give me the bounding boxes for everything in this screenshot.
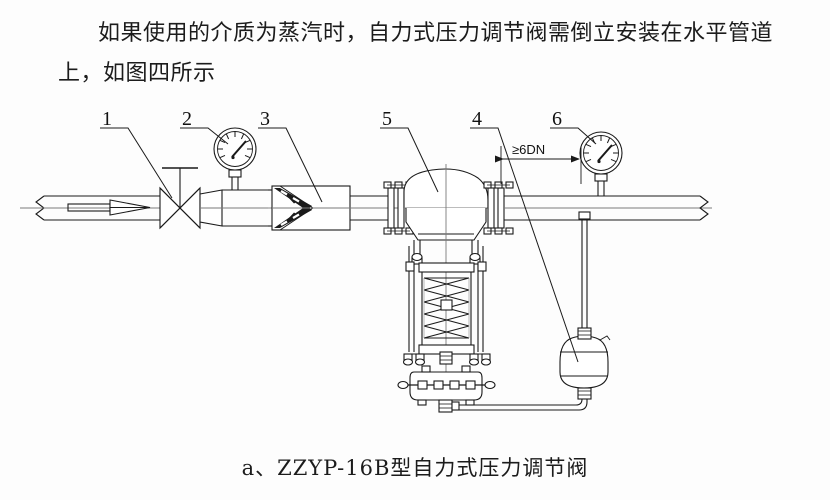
dimension-6dn	[495, 146, 582, 184]
pipe-to-strainer	[268, 189, 272, 227]
valve-outlet-flange	[483, 181, 514, 235]
callout-number-2: 2	[182, 108, 192, 130]
diaphragm-chamber	[397, 365, 496, 413]
figure-caption: a、ZZYP-16B型自力式压力调节阀	[241, 456, 589, 480]
control-valve-body	[383, 164, 514, 400]
dimension-label-6dn: ≥6DN	[512, 142, 546, 157]
callout-number-1: 1	[102, 108, 112, 130]
intro-paragraph: 如果使用的介质为蒸汽时，自力式压力调节阀需倒立安装在水平管道上，如图四所示	[58, 21, 774, 86]
stop-valve-symbol	[159, 167, 201, 230]
coil-spring	[423, 277, 470, 339]
callout-number-5: 5	[382, 108, 392, 130]
pressure-gauge-upstream	[213, 127, 257, 190]
technical-diagram: 1 2 3 5 4 6 ≥6DN	[0, 100, 830, 450]
pipe-spool-after-valve	[199, 189, 268, 227]
diagram-svg	[20, 127, 712, 413]
condensate-pot	[559, 327, 611, 400]
callout-number-3: 3	[260, 108, 270, 130]
flow-direction-arrow	[67, 199, 151, 216]
callout-leaders	[100, 127, 597, 363]
strainer-filter	[271, 185, 351, 231]
callout-number-4: 4	[472, 108, 482, 130]
pressure-gauge-downstream	[579, 131, 623, 196]
actuator-assembly	[402, 240, 492, 366]
pipe-right-run	[504, 195, 712, 221]
callout-number-6: 6	[552, 108, 562, 130]
